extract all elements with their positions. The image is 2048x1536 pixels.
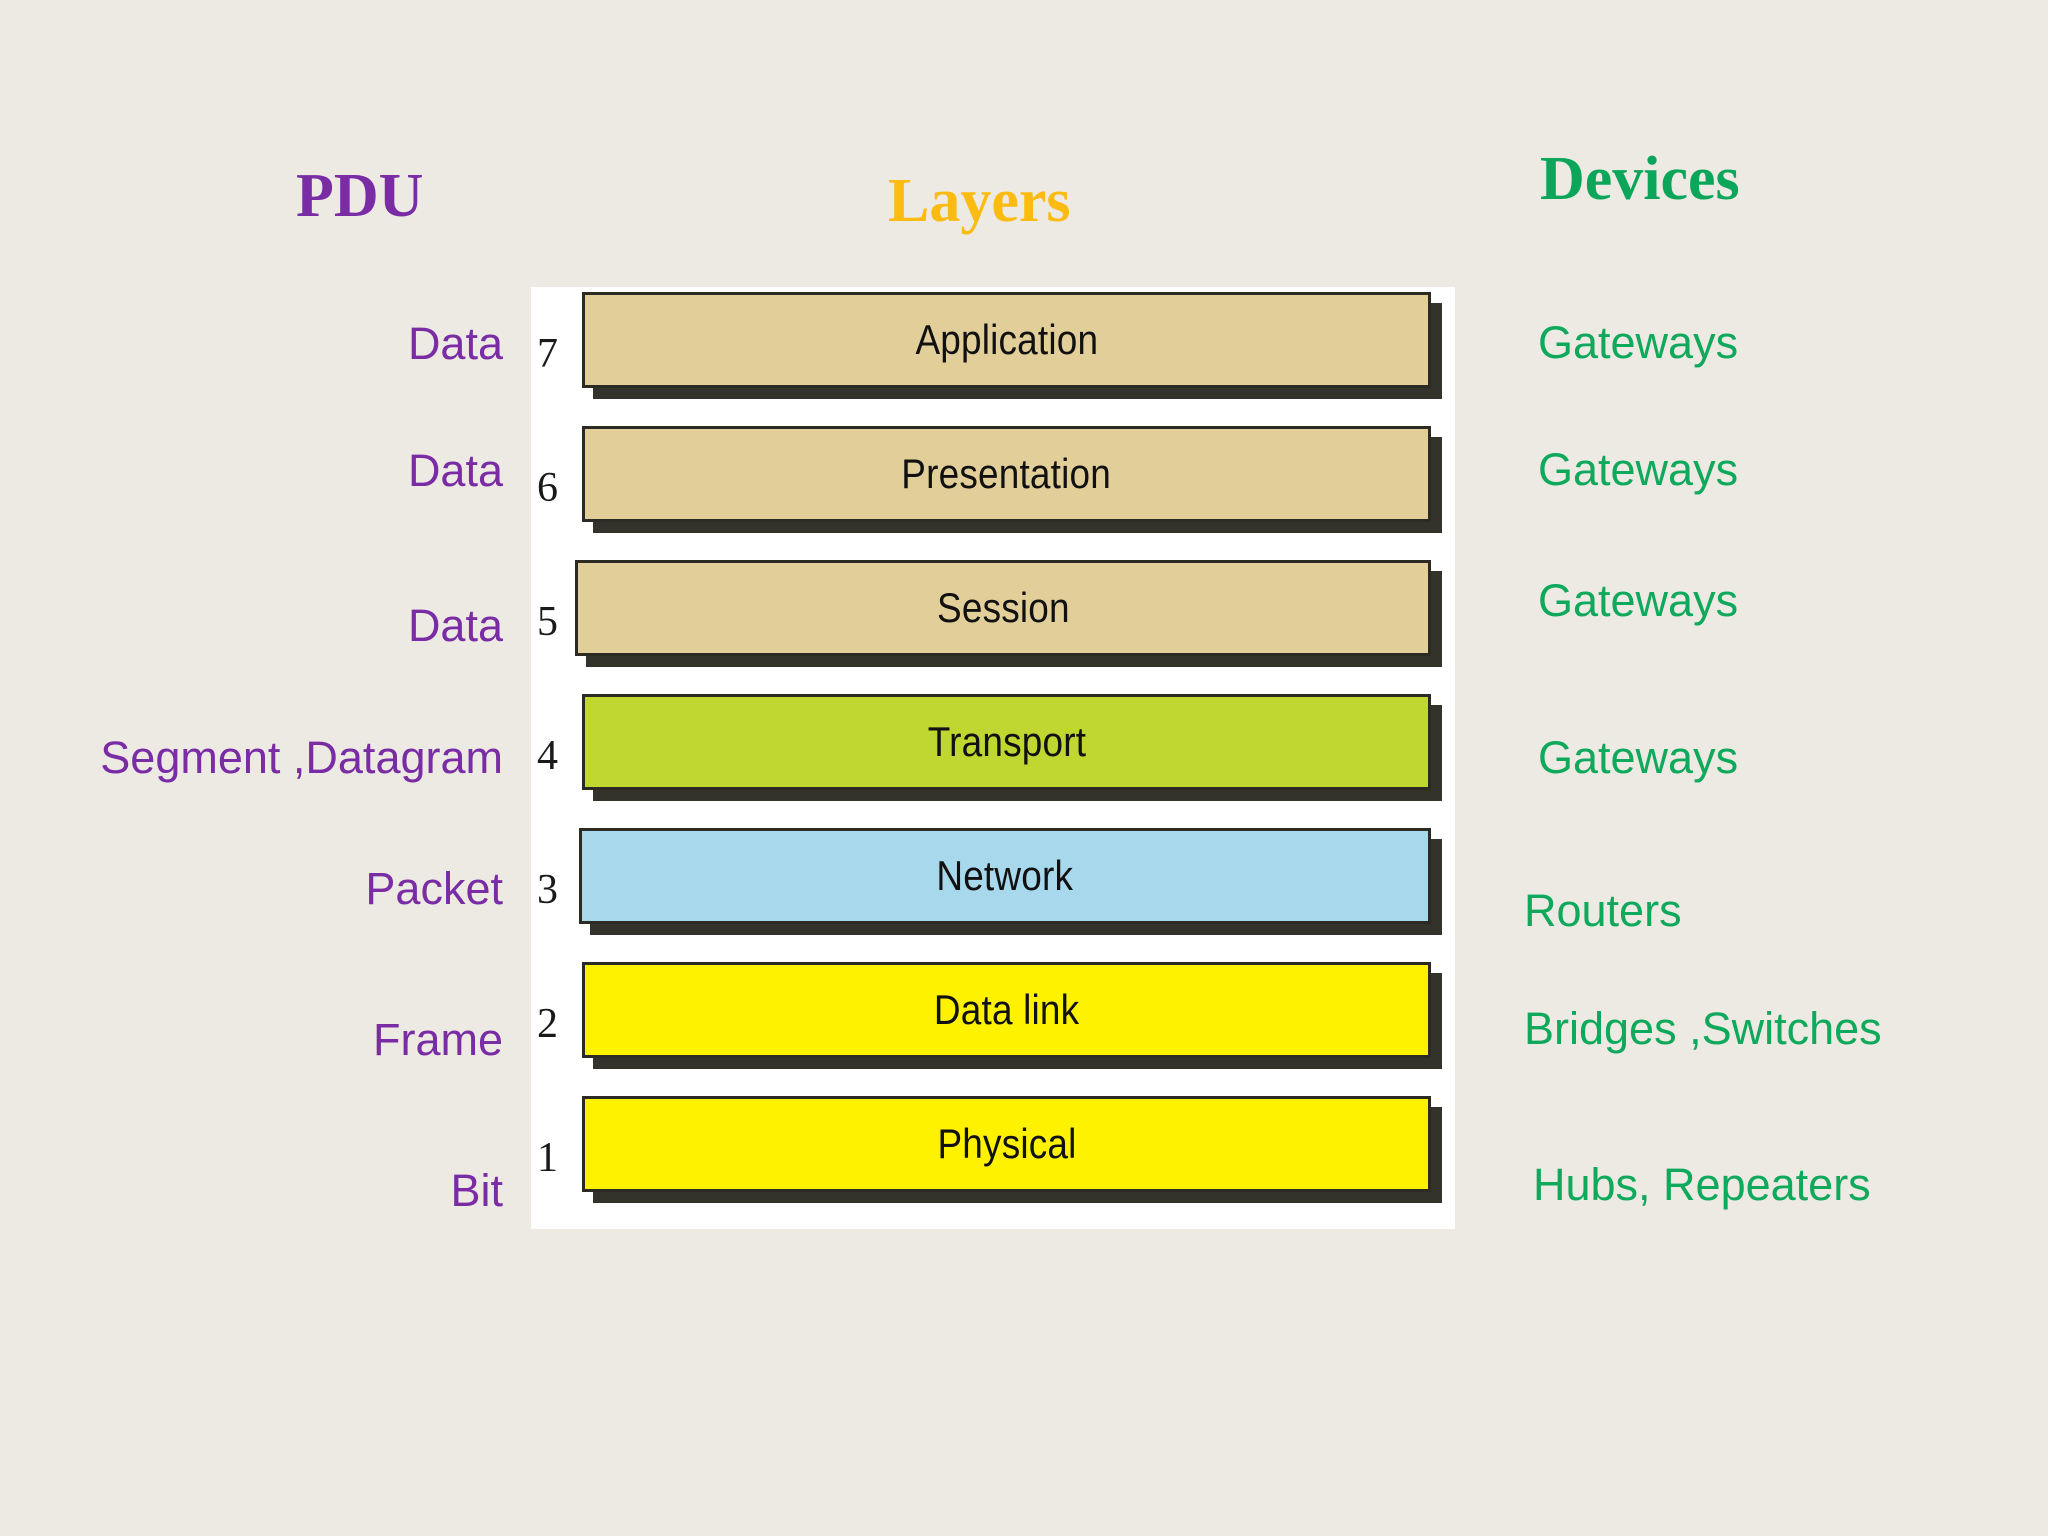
layer-row-application: 7 Application — [531, 287, 1455, 421]
layer-label-presentation: Presentation — [901, 450, 1112, 497]
pdu-label-physical: Bit — [450, 1165, 503, 1216]
layer-row-physical: 1 Physical — [531, 1091, 1455, 1225]
device-label-presentation: Gateways — [1538, 444, 1739, 495]
layer-row-presentation: 6 Presentation — [531, 421, 1455, 555]
layer-number-1: 1 — [537, 1135, 558, 1181]
layer-box-presentation[interactable]: Presentation — [582, 426, 1431, 522]
layer-number-6: 6 — [537, 465, 558, 511]
pdu-column-heading: PDU — [296, 162, 424, 230]
device-label-physical: Hubs, Repeaters — [1533, 1159, 1871, 1210]
layer-number-2: 2 — [537, 1001, 558, 1047]
layer-box-transport[interactable]: Transport — [582, 694, 1431, 790]
pdu-label-presentation: Data — [407, 445, 503, 496]
pdu-label-data-link: Frame — [372, 1014, 503, 1065]
device-label-transport: Gateways — [1538, 732, 1739, 783]
pdu-label-network: Packet — [365, 863, 503, 914]
layer-box-physical[interactable]: Physical — [582, 1096, 1431, 1192]
device-label-application: Gateways — [1538, 317, 1739, 368]
layer-row-transport: 4 Transport — [531, 689, 1455, 823]
device-label-network: Routers — [1524, 885, 1682, 936]
device-label-session: Gateways — [1538, 575, 1739, 626]
layer-row-session: 5 Session — [531, 555, 1455, 689]
layer-label-application: Application — [915, 316, 1098, 363]
layer-stack-panel: 7 Application 6 Presentation 5 Session 4… — [531, 287, 1455, 1229]
device-label-data-link: Bridges ,Switches — [1524, 1003, 1882, 1054]
layer-number-3: 3 — [537, 867, 558, 913]
pdu-label-transport: Segment ,Datagram — [100, 732, 503, 783]
pdu-label-application: Data — [407, 318, 503, 369]
layer-label-network: Network — [936, 852, 1074, 899]
layer-number-7: 7 — [537, 331, 558, 377]
layer-label-data-link: Data link — [933, 986, 1080, 1033]
layer-row-data-link: 2 Data link — [531, 957, 1455, 1091]
devices-column-heading: Devices — [1540, 145, 1740, 213]
layer-box-application[interactable]: Application — [582, 292, 1431, 388]
layer-label-transport: Transport — [927, 718, 1086, 765]
layer-box-data-link[interactable]: Data link — [582, 962, 1431, 1058]
layer-box-session[interactable]: Session — [575, 560, 1431, 656]
layers-column-heading: Layers — [888, 167, 1071, 235]
layer-box-network[interactable]: Network — [579, 828, 1431, 924]
layer-number-4: 4 — [537, 733, 558, 779]
layer-label-session: Session — [936, 584, 1070, 631]
layer-label-physical: Physical — [936, 1120, 1077, 1167]
pdu-label-session: Data — [407, 600, 503, 651]
layer-row-network: 3 Network — [531, 823, 1455, 957]
layer-number-5: 5 — [537, 599, 558, 645]
